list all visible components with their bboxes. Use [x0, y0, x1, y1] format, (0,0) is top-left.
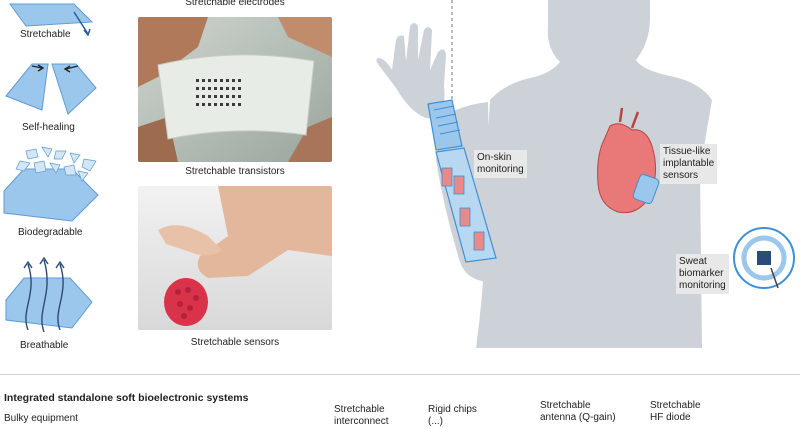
label-stretchable-interconnect: Stretchable interconnect [334, 404, 389, 427]
self-healing-film-icon [5, 63, 97, 115]
property-label-self-healing: Self-healing [22, 122, 75, 133]
breathable-airflow-icon [5, 256, 93, 333]
torso-silhouette [476, 0, 712, 348]
bottom-section-title: Integrated standalone soft bioelectronic… [4, 392, 249, 404]
property-label-biodegradable: Biodegradable [18, 227, 83, 238]
property-label-stretchable: Stretchable [20, 29, 71, 40]
label-on-skin-monitoring: On-skin monitoring [474, 150, 527, 178]
label-stretchable-hf-diode: Stretchable HF diode [650, 400, 701, 423]
caption-stretchable-sensors: Stretchable sensors [190, 337, 280, 348]
label-sweat-biomarker-monitoring: Sweat biomarker monitoring [676, 254, 729, 294]
stretchable-film-icon [9, 3, 94, 36]
heart-icon [597, 107, 660, 214]
label-bulky-equipment: Bulky equipment [4, 413, 78, 424]
label-rigid-chips: Rigid chips (...) [428, 404, 477, 427]
property-label-breathable: Breathable [20, 340, 69, 351]
caption-stretchable-electrodes: Stretchable electrodes [185, 0, 285, 8]
label-tissue-like-implantable-sensors: Tissue-like implantable sensors [660, 144, 718, 184]
biodegradable-fragments-icon [3, 146, 99, 222]
sweat-sensor-icon [733, 227, 795, 289]
on-skin-patch-icon [427, 99, 497, 263]
photo-stretchable-sensors [138, 186, 332, 330]
label-stretchable-antenna: Stretchable antenna (Q-gain) [540, 400, 616, 423]
human-body-figure [376, 0, 795, 348]
photo-stretchable-transistors [138, 17, 332, 162]
caption-stretchable-transistors: Stretchable transistors [185, 166, 285, 177]
section-divider [0, 374, 800, 375]
